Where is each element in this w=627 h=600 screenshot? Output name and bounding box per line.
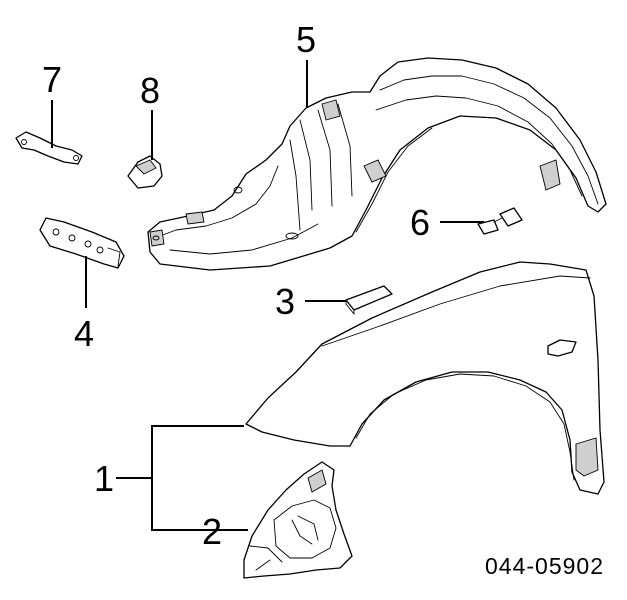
callout-5: 5 (296, 19, 316, 60)
callout-8: 8 (140, 70, 160, 111)
front-fender-part (245, 261, 605, 495)
callout-2: 2 (202, 511, 222, 552)
fender-liner-part (147, 57, 607, 271)
strap-bracket-part (15, 131, 83, 165)
diagram-reference-code: 044-05902 (485, 553, 604, 579)
rubber-cap-part (127, 155, 163, 189)
callout-7: 7 (42, 59, 62, 100)
leader-bracket-1-2 (151, 425, 248, 531)
callout-4: 4 (74, 313, 94, 354)
callout-6: 6 (410, 202, 430, 243)
mounting-bracket-part (39, 217, 125, 269)
clip-part (477, 207, 523, 235)
callout-1: 1 (94, 458, 114, 499)
callout-3: 3 (275, 281, 295, 322)
mud-guard-part (243, 461, 353, 579)
trim-strip-part (345, 285, 393, 315)
